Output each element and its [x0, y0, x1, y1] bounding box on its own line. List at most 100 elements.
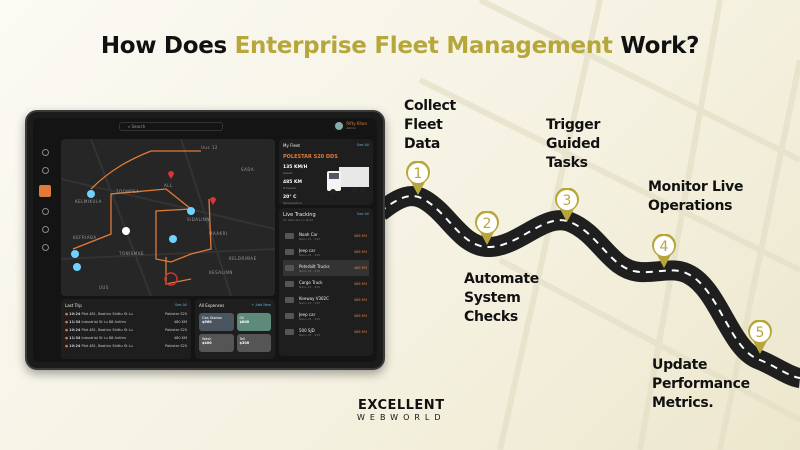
clock-icon[interactable] [41, 167, 49, 174]
vehicle-name: Cargo Truck [299, 279, 323, 285]
expense-amount: $800 [239, 320, 250, 324]
trip-location: Industrial St Lu 88 Anthru [81, 336, 127, 340]
expense-card[interactable]: Oil$800 [236, 313, 271, 331]
expense-amount: $560 [202, 320, 212, 324]
vehicle-icon [285, 329, 294, 335]
see-all-link[interactable]: See All [357, 143, 369, 147]
expense-card[interactable]: Gas Station$560 [199, 313, 234, 331]
excellent-webworld-logo: EXCELLENT WEBWORLD [357, 398, 446, 422]
step-label-line: Trigger [546, 117, 601, 133]
my-fleet-panel: My Fleet See All POLESTAR S20 DDS 135 KM/… [279, 139, 373, 205]
panel-title: My Fleet [283, 143, 300, 148]
live-map[interactable]: KELMIKULA TOOMPEA ALL SIDALINN MAAKRI TO… [61, 139, 275, 296]
vehicle-name: Jeep car [299, 247, 316, 253]
expense-amount: $300 [239, 341, 250, 345]
bell-icon[interactable] [41, 226, 49, 233]
step-label-line: Operations [648, 198, 733, 214]
map-label: ALL [164, 183, 173, 188]
panel-title: Live Tracking [283, 212, 316, 218]
trip-time: 10:24 [69, 312, 81, 316]
vehicle-name: POLESTAR S20 DDS [283, 154, 338, 160]
vehicle-sub: Nano 21 · 215 [299, 284, 321, 289]
vehicle-icon [285, 297, 294, 303]
vehicle-name: Noah Car [299, 231, 318, 237]
map-label: SADA [241, 167, 255, 172]
search-input[interactable]: ⌕ Search [119, 122, 223, 131]
vehicle-sub: Nano 21 · 215 [299, 236, 321, 241]
step-label-line: Performance [652, 376, 750, 392]
step-label-line: Update [652, 357, 708, 373]
dashboard-icon[interactable] [41, 149, 49, 156]
expense-label: Wash [202, 337, 212, 341]
step-4-pin-icon: 4 [652, 234, 676, 268]
step-5-pin-icon: 5 [748, 320, 772, 354]
see-all-link[interactable]: See All [175, 303, 187, 307]
car-icon[interactable] [41, 208, 49, 215]
page-title: How Does Enterprise Fleet Management Wor… [0, 33, 800, 59]
step-3-pin-icon: 3 [555, 188, 579, 222]
expense-card[interactable]: Wash$400 [199, 334, 234, 352]
vehicle-name: Peterbilt Trucks [299, 263, 330, 269]
panel-title: Last Trip [65, 303, 82, 308]
step-number: 4 [660, 239, 669, 255]
trip-location: Plot 481, Bashiru Shittu St Lu [81, 312, 133, 316]
map-label: Uus 12 [201, 145, 218, 150]
vehicle-name: Jeep car [299, 311, 316, 317]
add-expense-button[interactable]: + Add New [251, 303, 271, 307]
expense-card[interactable]: Toll$300 [236, 334, 271, 352]
user-role: Admin [346, 126, 356, 130]
step-label-line: Guided [546, 136, 600, 152]
see-all-link[interactable]: See All [357, 212, 369, 216]
sidebar [33, 138, 57, 362]
panel-title: All Expenses [199, 303, 225, 308]
step-label-line: Data [404, 136, 441, 152]
step-2-pin-icon: 2 [475, 211, 499, 245]
trip-location: Plot 481, Bashiru Shittu St Lu [81, 328, 133, 332]
expense-label: Oil [239, 316, 245, 320]
trip-vehicle: Polestar S20 [165, 312, 187, 316]
vehicle-distance: 486 KM [353, 250, 367, 254]
trip-time: 10:24 [69, 328, 81, 332]
vehicle-sub: Nano 21 · 215 [299, 300, 321, 305]
vehicle-distance: 486 KM [353, 282, 367, 286]
map-routes [61, 139, 275, 296]
map-label: TONISMAE [119, 251, 145, 256]
step-label-line: Collect [404, 98, 456, 114]
map-label: MAAKRI [209, 231, 228, 236]
map-label: SIDALINN [187, 217, 210, 222]
vehicle-sub: Nano 21 · 215 [299, 332, 321, 337]
map-label: TOOMPEA [116, 189, 140, 194]
trip-vehicle: Polestar S20 [165, 344, 187, 348]
title-suffix: Work? [612, 33, 700, 59]
settings-icon[interactable] [41, 244, 49, 251]
vehicle-name: 500 SJD [299, 327, 315, 333]
user-name: Rifty Khan [346, 121, 367, 126]
step-label-line: System [464, 290, 521, 306]
trip-time: 11:34 [69, 336, 81, 340]
map-icon[interactable] [39, 185, 51, 197]
step-number: 1 [414, 166, 423, 182]
vehicle-icon [285, 249, 294, 255]
map-label: KEFRIABA [73, 235, 97, 240]
vehicle-sub: Nano 21 · 215 [299, 268, 321, 273]
